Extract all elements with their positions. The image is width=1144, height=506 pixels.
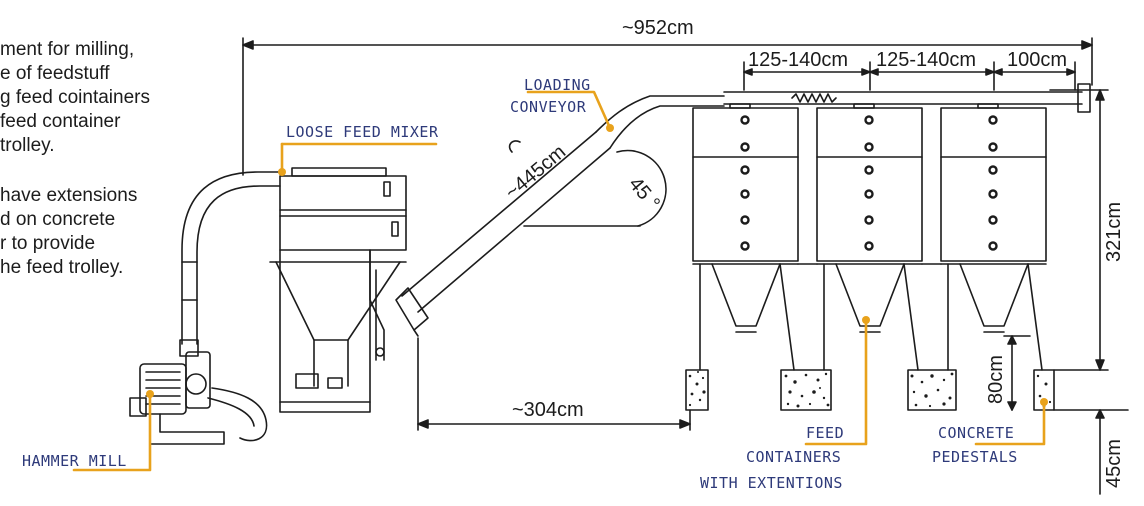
desc-line: feed container bbox=[0, 111, 121, 132]
desc-line: r to provide bbox=[0, 233, 96, 254]
feed-containers-leader bbox=[804, 318, 868, 446]
loose-feed-mixer bbox=[269, 167, 407, 413]
feed-containers-label-3: WITH EXTENTIONS bbox=[700, 474, 843, 492]
top-conveyor bbox=[723, 83, 1091, 113]
pedestals-leader bbox=[974, 400, 1046, 446]
pedestal-height-dimension bbox=[1003, 335, 1031, 411]
concrete-pedestals-label-1: CONCRETE bbox=[938, 424, 1014, 442]
concrete-pedestals bbox=[685, 369, 1055, 411]
leader-lines bbox=[72, 90, 1046, 472]
feed-pipe bbox=[181, 171, 283, 345]
feed-container-1 bbox=[692, 107, 799, 371]
feed-container-3 bbox=[940, 107, 1047, 371]
spacing-label-3: 100cm bbox=[1007, 49, 1067, 71]
loading-conveyor-label-1: LOADING bbox=[524, 76, 591, 94]
desc-line: g feed cointainers bbox=[0, 87, 150, 108]
hammer-mill-leader bbox=[72, 392, 152, 472]
pedestal-height-label: 80cm bbox=[985, 355, 1007, 404]
feed-containers-label-2: CONTAINERS bbox=[746, 448, 841, 466]
ground-height-dimension bbox=[1053, 409, 1129, 495]
loose-feed-mixer-label: LOOSE FEED MIXER bbox=[286, 123, 439, 141]
total-length-dimension bbox=[242, 37, 1093, 176]
height-dimension bbox=[1049, 89, 1109, 371]
desc-line: he feed trolley. bbox=[0, 257, 124, 278]
hammer-mill-label: HAMMER MILL bbox=[22, 452, 127, 470]
spacing-dimensions bbox=[743, 61, 1076, 91]
desc-line: ment for milling, bbox=[0, 39, 135, 60]
mixer-to-container-dimension bbox=[417, 337, 691, 431]
description-text: ment for milling, e of feedstuff g feed … bbox=[0, 38, 200, 280]
height-label: 321cm bbox=[1103, 202, 1125, 262]
desc-line: trolley. bbox=[0, 135, 55, 156]
conveyor-leader bbox=[526, 90, 612, 130]
conveyor-angle-label: 45 ° bbox=[624, 173, 664, 215]
mixer-to-container-label: ~304cm bbox=[512, 399, 584, 421]
spacing-label-1: 125-140cm bbox=[748, 49, 848, 71]
desc-line: d on concrete bbox=[0, 209, 116, 230]
feed-container-2 bbox=[816, 107, 923, 371]
spacing-label-2: 125-140cm bbox=[876, 49, 976, 71]
container-portholes bbox=[740, 115, 998, 251]
total-length-label: ~952cm bbox=[622, 17, 694, 39]
desc-line: have extensions bbox=[0, 185, 138, 206]
loading-conveyor-label-2: CONVEYOR bbox=[510, 98, 587, 116]
loading-conveyor bbox=[395, 95, 725, 337]
feed-containers-label-1: FEED bbox=[806, 424, 844, 442]
concrete-pedestals-label-2: PEDESTALS bbox=[932, 448, 1018, 466]
ground-height-label: 45cm bbox=[1103, 439, 1125, 488]
desc-line: e of feedstuff bbox=[0, 63, 110, 84]
